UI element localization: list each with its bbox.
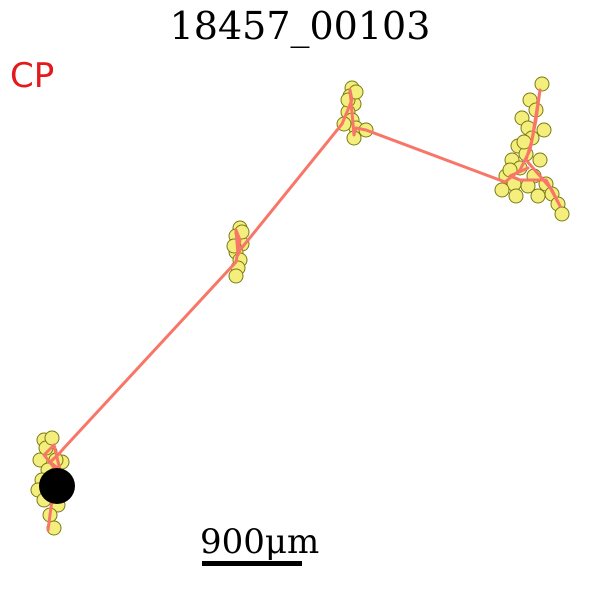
track-point [532, 152, 548, 168]
track-path [42, 88, 562, 532]
track-point [228, 268, 244, 284]
scale-bar [202, 561, 302, 566]
scale-bar-label: 900μm [200, 522, 320, 562]
track-point [530, 188, 546, 204]
track-point [534, 76, 550, 92]
track-points [30, 76, 570, 536]
track-point [554, 206, 570, 222]
track-point [508, 188, 524, 204]
figure-title: 18457_00103 [169, 4, 431, 48]
track-point [44, 430, 60, 446]
category-label: CP [10, 56, 55, 96]
track-point [536, 122, 552, 138]
start-marker [39, 468, 75, 504]
track-point [494, 182, 510, 198]
